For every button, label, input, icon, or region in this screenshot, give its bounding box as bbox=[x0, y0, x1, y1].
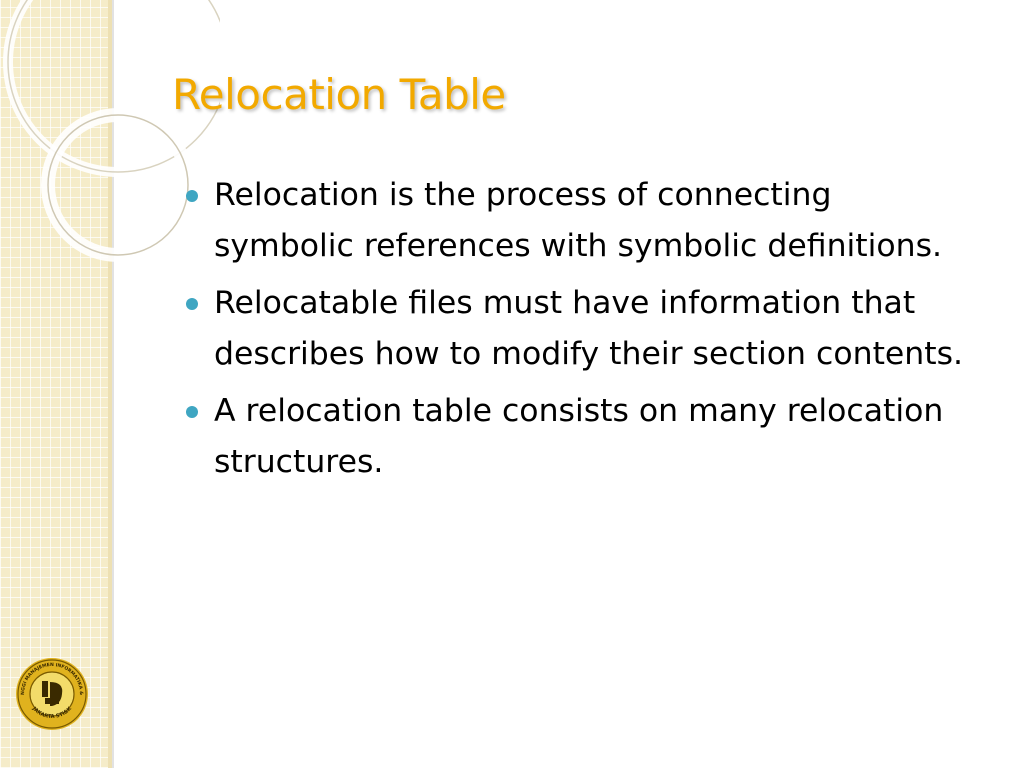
bullet-item: A relocation table consists on many relo… bbox=[182, 386, 972, 488]
bullet-list: Relocation is the process of connecting … bbox=[182, 170, 972, 494]
decorative-circles-icon bbox=[3, 0, 220, 262]
bullet-dot-icon bbox=[186, 190, 198, 202]
slide-title: Relocation Table bbox=[172, 70, 506, 119]
bullet-text: A relocation table consists on many relo… bbox=[214, 393, 944, 480]
bullet-dot-icon bbox=[186, 298, 198, 310]
sidebar-divider bbox=[112, 0, 114, 768]
bullet-text: Relocatable files must have information … bbox=[214, 285, 964, 372]
bullet-item: Relocatable files must have information … bbox=[182, 278, 972, 380]
bullet-item: Relocation is the process of connecting … bbox=[182, 170, 972, 272]
institution-seal-icon: SEKOLAH TINGGI MANAJEMEN INFORMATIKA & K… bbox=[14, 656, 88, 730]
bullet-text: Relocation is the process of connecting … bbox=[214, 177, 943, 264]
sidebar-edge bbox=[108, 0, 112, 768]
bullet-dot-icon bbox=[186, 406, 198, 418]
decorative-sidebar bbox=[0, 0, 112, 768]
